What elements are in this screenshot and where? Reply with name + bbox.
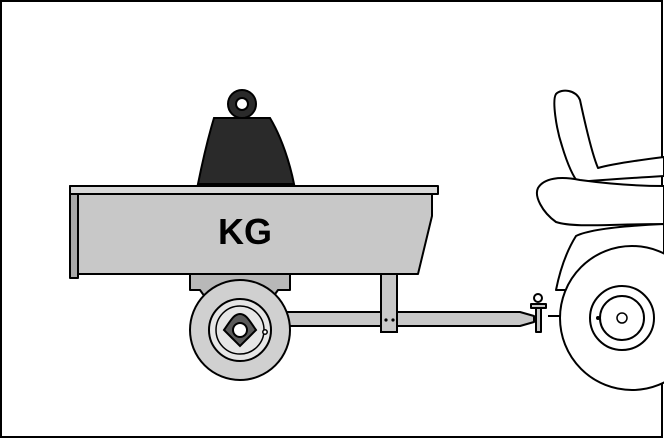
trailer-box bbox=[77, 193, 433, 275]
tractor-rim-bolt bbox=[596, 316, 600, 320]
strut-post bbox=[380, 273, 398, 333]
weight-body bbox=[196, 117, 296, 185]
tow-bar bbox=[285, 293, 560, 333]
strut-bolt-left bbox=[384, 318, 388, 322]
trailer-hub-cap bbox=[232, 322, 248, 338]
trailer-strut bbox=[380, 273, 398, 333]
trailer-valve bbox=[262, 329, 268, 335]
hitch-pin-ring bbox=[533, 293, 543, 303]
weight-handle-hole bbox=[235, 97, 249, 111]
hitch-pin bbox=[535, 305, 542, 333]
trailer-wheel bbox=[189, 279, 291, 381]
tractor-hub bbox=[616, 312, 628, 324]
tow-bar-tongue bbox=[285, 311, 535, 327]
weight bbox=[196, 89, 296, 185]
tractor-seat-back bbox=[553, 89, 664, 183]
trailer-tailgate bbox=[69, 185, 79, 279]
weight-label: KG bbox=[218, 211, 272, 252]
tractor bbox=[536, 89, 664, 391]
tractor-fender bbox=[536, 177, 664, 227]
hitch-pin-head bbox=[530, 303, 547, 309]
strut-bolt-right bbox=[391, 318, 395, 322]
